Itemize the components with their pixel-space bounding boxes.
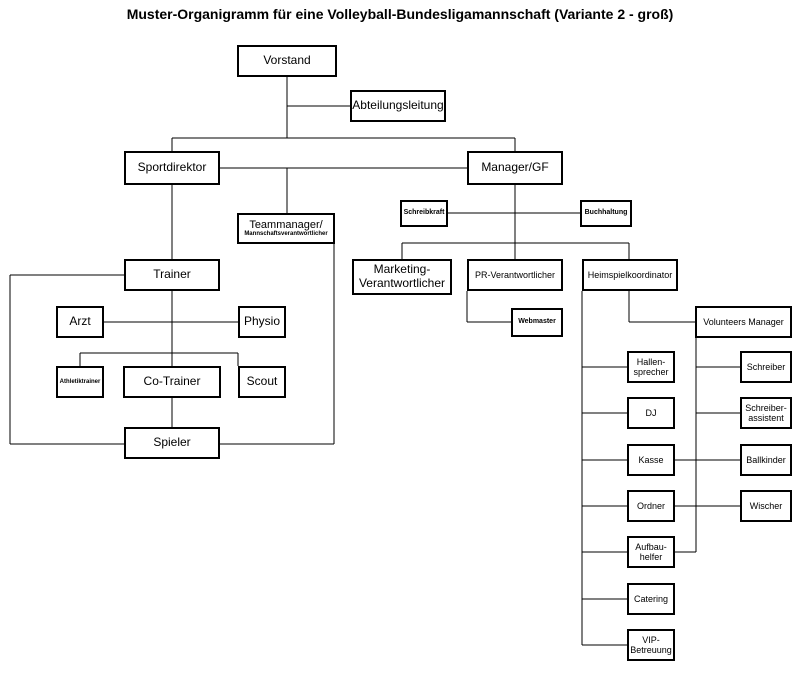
node-aufbauhelfer: Aufbau- helfer <box>627 536 675 568</box>
chart-title: Muster-Organigramm für eine Volleyball-B… <box>126 6 674 22</box>
teammanager-sublabel: Mannschaftsverantwortlicher <box>244 231 328 238</box>
node-physio: Physio <box>238 306 286 338</box>
node-co-trainer: Co-Trainer <box>123 366 221 398</box>
node-pr: PR-Verantwortlicher <box>467 259 563 291</box>
node-volunteers-manager: Volunteers Manager <box>695 306 792 338</box>
node-ordner: Ordner <box>627 490 675 522</box>
node-trainer: Trainer <box>124 259 220 291</box>
node-sportdirektor: Sportdirektor <box>124 151 220 185</box>
node-athletiktrainer: Athletiktrainer <box>56 366 104 398</box>
node-spieler: Spieler <box>124 427 220 459</box>
node-webmaster: Webmaster <box>511 308 563 337</box>
node-wischer: Wischer <box>740 490 792 522</box>
node-catering: Catering <box>627 583 675 615</box>
node-scout: Scout <box>238 366 286 398</box>
node-ballkinder: Ballkinder <box>740 444 792 476</box>
node-kasse: Kasse <box>627 444 675 476</box>
node-schreibkraft: Schreibkraft <box>400 200 448 227</box>
node-heimspielkoordinator: Heimspielkoordinator <box>582 259 678 291</box>
node-abteilungsleitung: Abteilungsleitung <box>350 90 446 122</box>
node-arzt: Arzt <box>56 306 104 338</box>
node-buchhaltung: Buchhaltung <box>580 200 632 227</box>
teammanager-label: Teammanager/ <box>249 218 323 231</box>
node-dj: DJ <box>627 397 675 429</box>
node-vorstand: Vorstand <box>237 45 337 77</box>
node-hallensprecher: Hallen- sprecher <box>627 351 675 383</box>
node-schreiberassistent: Schreiber- assistent <box>740 397 792 429</box>
node-schreiber: Schreiber <box>740 351 792 383</box>
node-manager-gf: Manager/GF <box>467 151 563 185</box>
node-marketing: Marketing- Verantwortlicher <box>352 259 452 295</box>
node-teammanager: Teammanager/ Mannschaftsverantwortlicher <box>237 213 335 244</box>
node-vip-betreuung: VIP- Betreuung <box>627 629 675 661</box>
